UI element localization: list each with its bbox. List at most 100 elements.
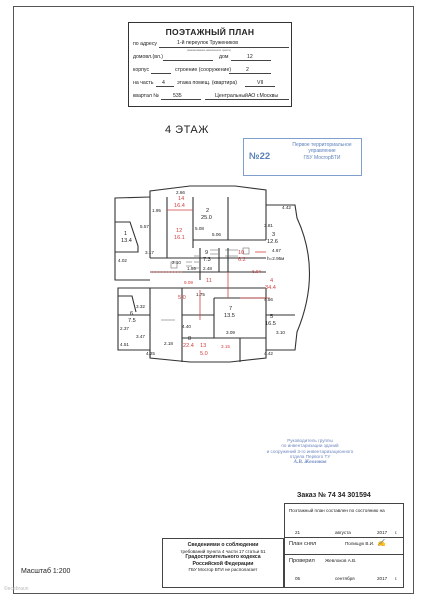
svg-text:3.81: 3.81: [264, 223, 273, 228]
quarter-label: квартал №: [133, 93, 159, 99]
svg-text:1.95: 1.95: [187, 266, 196, 271]
house-no-value: 12: [247, 54, 253, 60]
floor-title: 4 ЭТАЖ: [165, 124, 209, 136]
certification-box: Поэтажный план составлен по состоянию на…: [284, 503, 404, 588]
room-10-area: 6.2: [238, 257, 246, 263]
room-9-area: 7.3: [203, 257, 211, 263]
cert-date1-year: 2017: [377, 530, 388, 535]
cert-checked-name: Жевлоков А.В.: [325, 558, 357, 563]
svg-text:3.15: 3.15: [221, 344, 230, 349]
note-line-5: ГБУ Мосгор БТИ не располагает: [188, 567, 258, 573]
svg-text:4.42: 4.42: [264, 351, 273, 356]
quarter-value: 535: [173, 93, 182, 99]
svg-text:2.37: 2.37: [120, 326, 129, 331]
room-12-number: 12: [176, 228, 182, 234]
address-value: 1-й переулок Тружеников: [177, 40, 238, 46]
svg-text:4.40: 4.40: [182, 324, 191, 329]
svg-text:6.04: 6.04: [252, 269, 261, 274]
cert-date1-day: 21: [295, 530, 301, 535]
inventory-stamp-line-3: и сооружений 3-го инвентаризационного: [266, 448, 354, 454]
room-13-area: 5.0: [200, 351, 208, 357]
room-labels: 1 13.4 2 25.0 3 12.6 4 34.4 5 16.5 6 7.5…: [121, 196, 278, 357]
svg-text:3.17: 3.17: [145, 250, 154, 255]
dimension-labels: 2.66 1.95 4.02 5.57 3.17 5.08 4.42 3.81 …: [118, 190, 291, 356]
inventory-stamp-line-4: отдела Первого ТУ: [289, 454, 331, 460]
stamp-number: №22: [249, 151, 271, 162]
watermark: ©ecebraun: [4, 586, 29, 592]
scale-label: Масштаб 1:200: [21, 568, 71, 575]
note-line-4: Российской Федерации: [192, 560, 254, 567]
order-number: Заказ № 74 34 301594: [297, 492, 371, 499]
cert-line-1: Поэтажный план составлен по состоянию на: [289, 508, 385, 513]
stamp-line-2: управление: [308, 148, 336, 155]
svg-text:4.67: 4.67: [272, 248, 281, 253]
floor-room-label: этажа помещ. (квартира): [177, 80, 237, 86]
room-11-area: 5.0: [178, 295, 186, 301]
room-7-area: 13.5: [224, 313, 235, 319]
svg-text:4.56: 4.56: [264, 297, 273, 302]
room-5-number: 5: [270, 314, 273, 320]
structure-value: 2: [246, 67, 249, 73]
note-line-2: требований пункта 4 части 17 статьи 51: [180, 548, 266, 554]
building-label: корпус: [133, 67, 150, 73]
svg-text:3.32: 3.32: [136, 304, 145, 309]
svg-text:1.95: 1.95: [152, 208, 161, 213]
stamp-line-1: Первое территориальное: [292, 142, 352, 148]
inventory-stamp-line-1: Руководитель группы: [287, 438, 333, 443]
svg-text:2.10: 2.10: [172, 260, 181, 265]
room-1-area: 13.4: [121, 238, 132, 244]
room-8-number: 8: [188, 336, 191, 342]
room-6-area: 7.5: [128, 318, 136, 324]
inventory-stamp-signer: А.В. Жевлоков: [293, 458, 327, 465]
room-11-number: 11: [206, 278, 212, 284]
svg-text:4.25: 4.25: [146, 351, 155, 356]
room-10-number: 10: [238, 250, 244, 256]
cert-date2-day: 05: [295, 576, 301, 581]
house-no-label: дом: [219, 54, 229, 60]
cert-plan-name: Полищук В.И.: [345, 541, 375, 546]
room-2-area: 25.0: [201, 215, 212, 221]
svg-text:3.47: 3.47: [136, 334, 145, 339]
svg-text:4.42: 4.42: [282, 205, 291, 210]
bti-stamp: №22 Первое территориальное управление ГБ…: [243, 138, 362, 176]
room-6-number: 6: [130, 311, 133, 317]
room-4-area: 34.4: [265, 285, 276, 291]
cert-year-suffix-1: г.: [395, 530, 398, 535]
page-frame: [13, 6, 414, 594]
svg-text:4.51: 4.51: [120, 342, 129, 347]
svg-text:5.06: 5.06: [212, 232, 221, 237]
district-value: ЦентральныйАО г.Москвы: [215, 93, 279, 99]
note-line-3: Градостроительного кодекса: [185, 554, 261, 561]
room-14-number: 14: [178, 196, 184, 202]
svg-text:5.08: 5.08: [195, 226, 204, 231]
inventory-stamp: Руководитель группы по инвентаризации зд…: [255, 438, 365, 488]
svg-text:5.57: 5.57: [140, 224, 149, 229]
room-14-area: 16.4: [174, 203, 185, 209]
cert-plan-signature: ✍: [377, 539, 386, 547]
cert-checked-label: Проверил: [289, 558, 315, 564]
room-7-number: 7: [229, 306, 232, 312]
compliance-note: Сведениями о соблюдении требований пункт…: [162, 538, 284, 588]
svg-text:2.66: 2.66: [176, 190, 185, 195]
svg-text:2.18: 2.18: [164, 341, 173, 346]
cert-date2-year: 2017: [377, 576, 388, 581]
header-box: ПОЭТАЖНЫЙ ПЛАН по адресу 1-й переулок Тр…: [128, 22, 292, 107]
cert-plan-label: План снял: [289, 541, 317, 547]
room-3-area: 12.6: [267, 239, 278, 245]
svg-text:1.75: 1.75: [196, 292, 205, 297]
svg-text:3.09: 3.09: [226, 330, 235, 335]
house-label: домовл.(вл.): [133, 54, 164, 60]
room-5-area: 16.5: [265, 321, 276, 327]
room-9-number: 9: [205, 250, 208, 256]
room-12-area: 16.1: [174, 235, 185, 241]
svg-text:4.02: 4.02: [118, 258, 127, 263]
cert-year-suffix-2: г.: [395, 576, 398, 581]
structure-label: строение (сооружение): [175, 67, 232, 73]
room-13-number: 13: [200, 343, 206, 349]
room-4-number: 4: [270, 278, 273, 284]
note-line-1: Сведениями о соблюдении: [187, 542, 259, 548]
svg-text:2.48: 2.48: [203, 266, 212, 271]
inventory-stamp-line-2: по инвентаризации зданий: [281, 443, 339, 449]
